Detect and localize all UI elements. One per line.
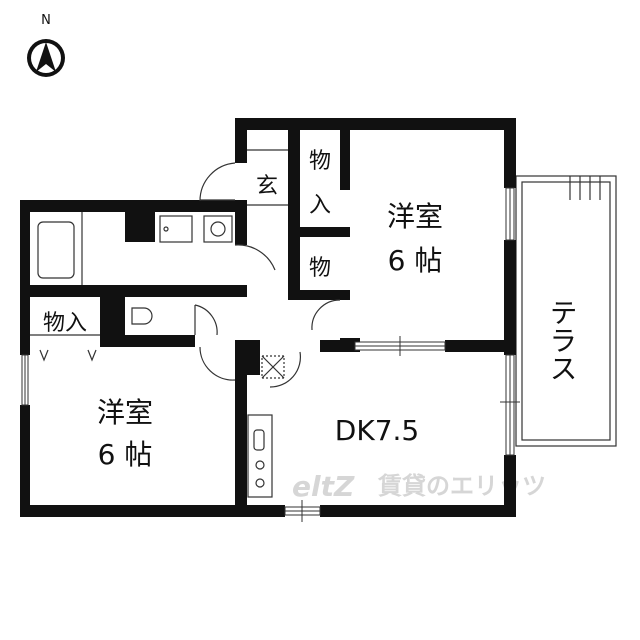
bedroom-south-size: 6 帖 xyxy=(98,438,153,471)
watermark: eltZ 賃貸のエリッツ xyxy=(292,470,546,503)
north-compass-icon: N xyxy=(27,13,65,77)
closet-large-label-2: 入 xyxy=(309,193,331,218)
kitchen-counter-icon xyxy=(247,414,273,498)
bedroom-south-label: 洋室 xyxy=(97,396,153,429)
closet-large-label-1: 物 xyxy=(309,149,331,174)
watermark-text: 賃貸のエリッツ xyxy=(377,472,546,500)
terrace xyxy=(515,175,617,447)
toilet-icon xyxy=(131,307,153,325)
watermark-logo: eltZ xyxy=(292,470,355,503)
dk-label: DK7.5 xyxy=(335,414,419,447)
room-labels: 洋室 6 帖 洋室 6 帖 DK7.5 テラス 玄 物 入 物 物入 xyxy=(43,149,579,471)
bedroom-north-label: 洋室 xyxy=(387,200,443,233)
entrance-label: 玄 xyxy=(256,174,278,199)
closet-west-label: 物入 xyxy=(43,311,87,336)
terrace-label: テラス xyxy=(546,298,579,382)
compass-label: N xyxy=(41,13,51,28)
hatch-icon xyxy=(261,355,285,379)
windows xyxy=(21,187,520,522)
closet-small-label: 物 xyxy=(309,256,331,281)
washer-icon xyxy=(159,215,193,243)
bedroom-north-size: 6 帖 xyxy=(388,244,443,277)
fixtures xyxy=(30,149,341,498)
walls xyxy=(20,118,516,517)
sink-icon xyxy=(203,215,233,243)
bathtub-icon xyxy=(37,221,75,279)
